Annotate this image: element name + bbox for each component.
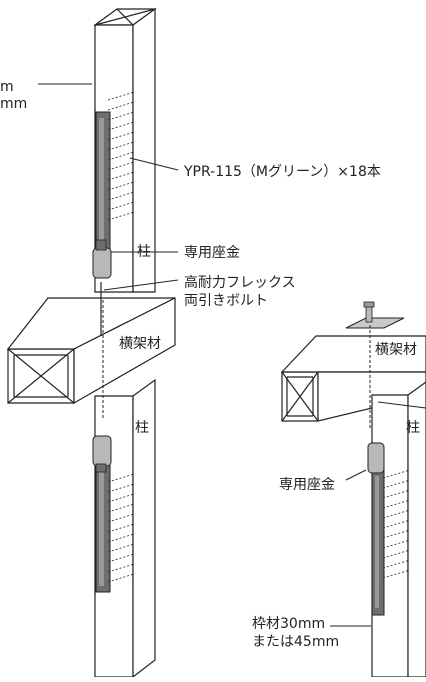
label-cut-left-2: mm: [0, 96, 27, 112]
left-lower-screws: [107, 473, 135, 583]
label-washer-right: 専用座金: [279, 477, 335, 493]
right-bracket: [367, 442, 385, 616]
label-hold-down: YPR-115（Mグリーン）×18本: [183, 164, 381, 180]
label-column-right: 柱: [406, 420, 420, 436]
left-leaders: [38, 83, 179, 291]
left-lower-bracket: [92, 435, 112, 593]
right-leaders: [330, 401, 426, 627]
right-screws: [382, 469, 411, 579]
label-frame-2: または45mm: [252, 634, 339, 650]
label-beam-left: 横架材: [119, 336, 161, 352]
label-bolt-1: 高耐力フレックス: [184, 274, 296, 291]
label-frame-1: 枠材30mm: [252, 616, 325, 632]
label-bolt-2: 両引きボルト: [184, 293, 268, 309]
label-column-upper: 柱: [137, 244, 151, 260]
label-column-lower: 柱: [135, 420, 149, 436]
label-cut-left-1: m: [0, 79, 14, 95]
left-upper-screws: [107, 91, 135, 221]
label-beam-right: 横架材: [375, 342, 417, 358]
left-beam: [6, 297, 176, 405]
left-upper-bracket: [92, 111, 112, 279]
right-top-washer: [345, 301, 405, 329]
right-beam: [280, 335, 426, 422]
label-washer-left: 専用座金: [184, 245, 240, 261]
